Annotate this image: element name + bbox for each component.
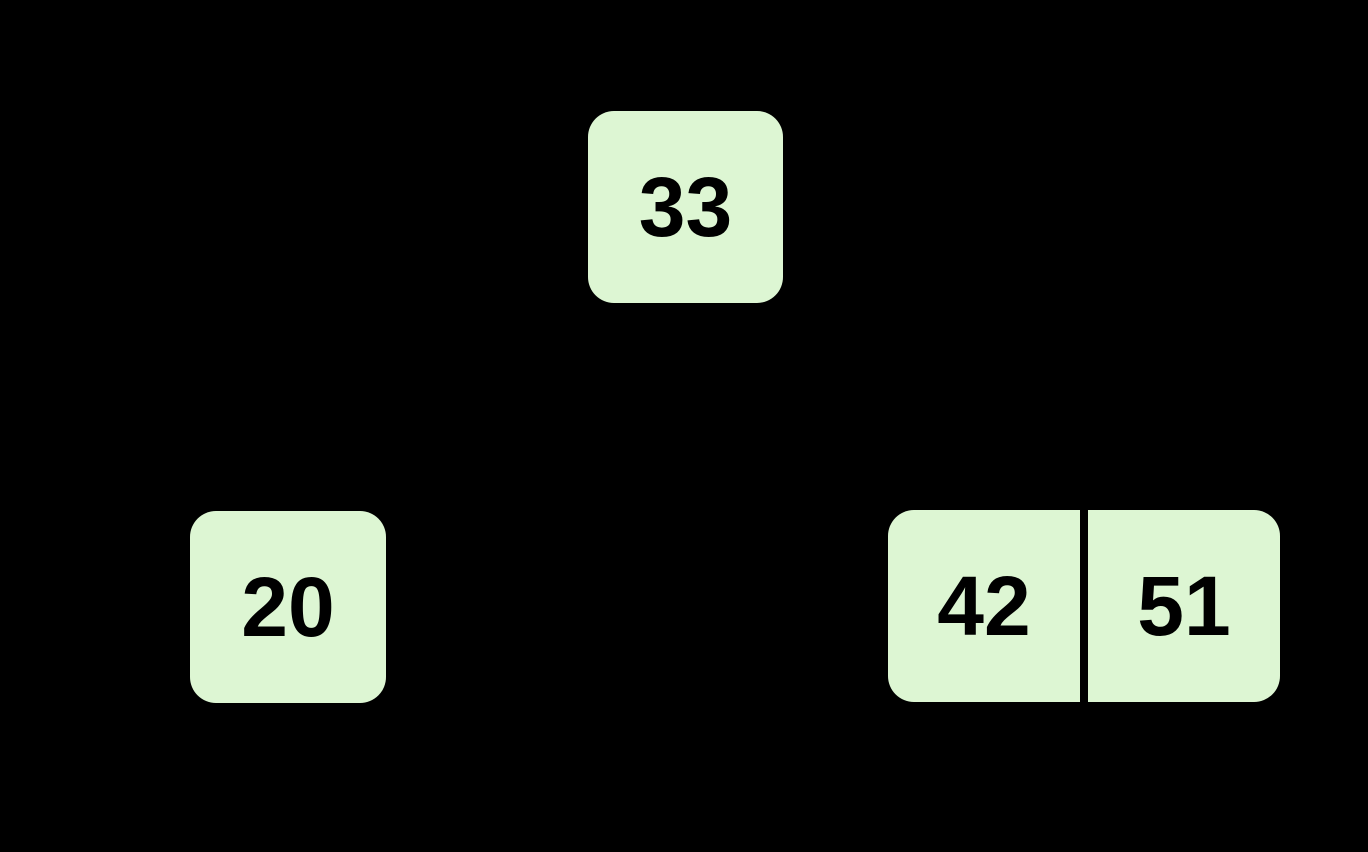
node-key: 20 xyxy=(241,560,335,654)
tree-node-left-child: 20 xyxy=(190,511,386,703)
node-key-cell: 42 xyxy=(888,510,1080,702)
tree-node-right-child: 42 51 xyxy=(888,510,1280,702)
node-key: 33 xyxy=(638,160,733,254)
node-key-divider xyxy=(1080,510,1088,702)
node-key-cell: 51 xyxy=(1088,510,1280,702)
node-key: 42 xyxy=(937,559,1031,653)
tree-node-root: 33 xyxy=(588,111,783,303)
node-key: 51 xyxy=(1137,559,1231,653)
